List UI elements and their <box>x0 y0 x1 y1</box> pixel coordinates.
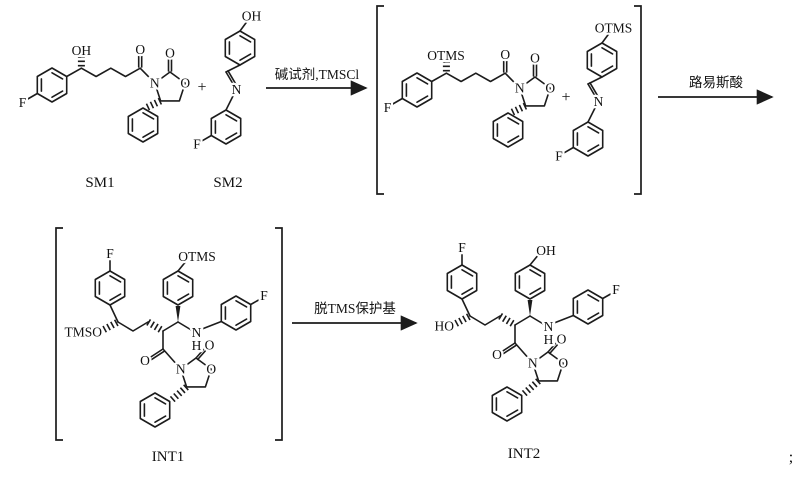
sm2-tms-bonds <box>564 34 617 157</box>
hydroxyl-label: OH <box>72 43 92 58</box>
hydroxyl-label: HO <box>435 319 455 334</box>
sm2-bonds <box>202 22 255 145</box>
int1-bonds <box>95 260 259 427</box>
fluorine-label: F <box>384 100 392 115</box>
ring-o-label: O <box>545 81 555 96</box>
nitrogen-label: N <box>515 81 525 96</box>
reaction-arrow-step1: 碱试剂,TMSCl <box>266 67 368 96</box>
fluorine-label: F <box>106 246 114 261</box>
reaction-arrow-step2: 路易斯酸 <box>658 75 774 105</box>
silyloxy-label: OTMS <box>595 21 633 36</box>
molecule-int1: F OTMS TMSO N H F O O N O <box>62 244 270 427</box>
fluorine-label: F <box>555 149 563 164</box>
hydroxyl-label: OH <box>242 9 262 24</box>
fluorine-label: F <box>193 137 201 152</box>
int2-bonds <box>447 254 611 421</box>
plus-operator: + <box>197 79 206 96</box>
nitrogen-label: N <box>192 325 202 340</box>
carbonyl-o-label: O <box>492 347 502 362</box>
nitrogen-label: N <box>176 362 186 377</box>
plus-operator: + <box>561 89 570 106</box>
nh-hydrogen-label: H <box>544 332 554 347</box>
reagent-label-step3: 脱TMS保护基 <box>314 300 396 316</box>
silyloxy-label: OTMS <box>427 48 465 63</box>
fluorine-label: F <box>458 240 466 255</box>
fluorine-label: F <box>19 95 27 110</box>
silyloxy-label: OTMS <box>178 249 216 264</box>
carbonyl-o-label: O <box>500 47 510 62</box>
carbonyl-o-label: O <box>557 332 567 347</box>
ring-o-label: O <box>558 356 568 371</box>
carbonyl-o-label: O <box>135 42 145 57</box>
carbonyl-o-label: O <box>530 51 540 66</box>
terminator-semicolon: ; <box>789 449 793 466</box>
molecule-sm1: OH O O N O F SM1 <box>16 40 192 191</box>
nitrogen-label: N <box>528 356 538 371</box>
molecule-sm1-tms: OTMS O O N O F <box>381 45 558 147</box>
nitrogen-label: N <box>232 82 242 97</box>
reaction-arrow-step3: 脱TMS保护基 <box>292 300 418 331</box>
caption-int1: INT1 <box>152 449 185 465</box>
ring-o-label: O <box>206 362 216 377</box>
reagent-label-step2: 路易斯酸 <box>689 75 743 90</box>
bracket-open-int1 <box>55 227 63 441</box>
sm1-bonds <box>27 56 185 142</box>
hydroxyl-label: OH <box>536 243 556 258</box>
fluorine-label: F <box>260 288 268 303</box>
caption-int2: INT2 <box>508 446 541 462</box>
bracket-open-top <box>376 5 384 195</box>
nh-hydrogen-label: H <box>192 338 202 353</box>
molecule-sm2-tms: OTMS N F <box>553 18 635 166</box>
nitrogen-label: N <box>544 319 554 334</box>
carbonyl-o-label: O <box>140 353 150 368</box>
sm1-tms-bonds <box>392 61 550 147</box>
carbonyl-o-label: O <box>205 338 215 353</box>
bracket-close-int1 <box>275 227 283 441</box>
reagent-label-step1: 碱试剂,TMSCl <box>275 67 360 82</box>
caption-sm2: SM2 <box>213 175 242 191</box>
fluorine-label: F <box>612 282 620 297</box>
silyloxy-label: TMSO <box>64 325 102 340</box>
bracket-close-top <box>634 5 642 195</box>
molecule-sm2: OH N F SM2 <box>191 6 264 191</box>
molecule-int2: F OH HO N H F O O N O INT2 <box>432 238 622 462</box>
caption-sm1: SM1 <box>85 175 114 191</box>
carbonyl-o-label: O <box>165 46 175 61</box>
nitrogen-label: N <box>150 76 160 91</box>
ring-o-label: O <box>180 76 190 91</box>
nitrogen-label: N <box>594 94 604 109</box>
